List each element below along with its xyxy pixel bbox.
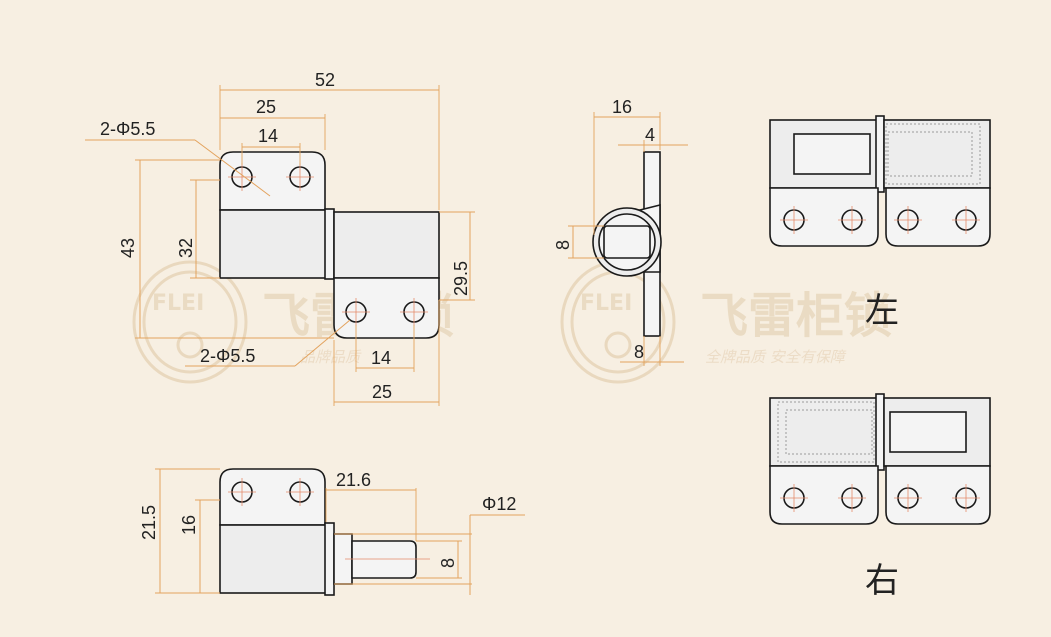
dim-front-52: 52	[315, 70, 335, 90]
variant-right: 右	[769, 393, 991, 601]
dim-front-32: 32	[176, 238, 196, 258]
label-right: 右	[865, 561, 899, 601]
dim-front-29-5: 29.5	[451, 261, 471, 296]
dim-front-14-bottom: 14	[371, 348, 391, 368]
dim-front-hole-label-top: 2-Φ5.5	[100, 119, 155, 139]
variant-left: 左	[769, 115, 991, 331]
watermark-slogan-left: 品牌品质	[300, 348, 362, 366]
dim-bottom-21-5: 21.5	[139, 505, 159, 540]
side-view: 16 4 8 8	[553, 97, 688, 366]
dim-bottom-21-6: 21.6	[336, 470, 371, 490]
dim-bottom-8: 8	[438, 558, 458, 568]
dim-side-16: 16	[612, 97, 632, 117]
watermark-slogan-right: 全牌品质 安全有保障	[705, 348, 847, 366]
dim-front-25-top: 25	[256, 97, 276, 117]
dim-side-4: 4	[645, 125, 655, 145]
watermark-brand-2: 飞雷柜锁	[700, 288, 892, 344]
watermark-right: FLEI 飞雷柜锁 全牌品质 安全有保障	[560, 260, 892, 384]
watermark-logo-text: FLEI	[152, 291, 204, 316]
dim-bottom-phi12: Φ12	[482, 494, 516, 514]
front-view: 52 25 14 2-Φ5.5 43 32 29.5 2-Φ5.5	[85, 70, 475, 406]
dim-front-25-bottom: 25	[372, 382, 392, 402]
dim-front-hole-label-bottom: 2-Φ5.5	[200, 346, 255, 366]
dim-side-8-left: 8	[553, 240, 573, 250]
label-left: 左	[865, 291, 899, 331]
dim-front-14-top: 14	[258, 126, 278, 146]
dim-front-43: 43	[118, 238, 138, 258]
dim-side-8-bottom: 8	[634, 342, 644, 362]
bottom-view: 21.5 16 21.6 Φ12 8	[139, 468, 525, 596]
dim-bottom-16: 16	[179, 515, 199, 535]
watermark-logo-text-2: FLEI	[580, 291, 632, 316]
